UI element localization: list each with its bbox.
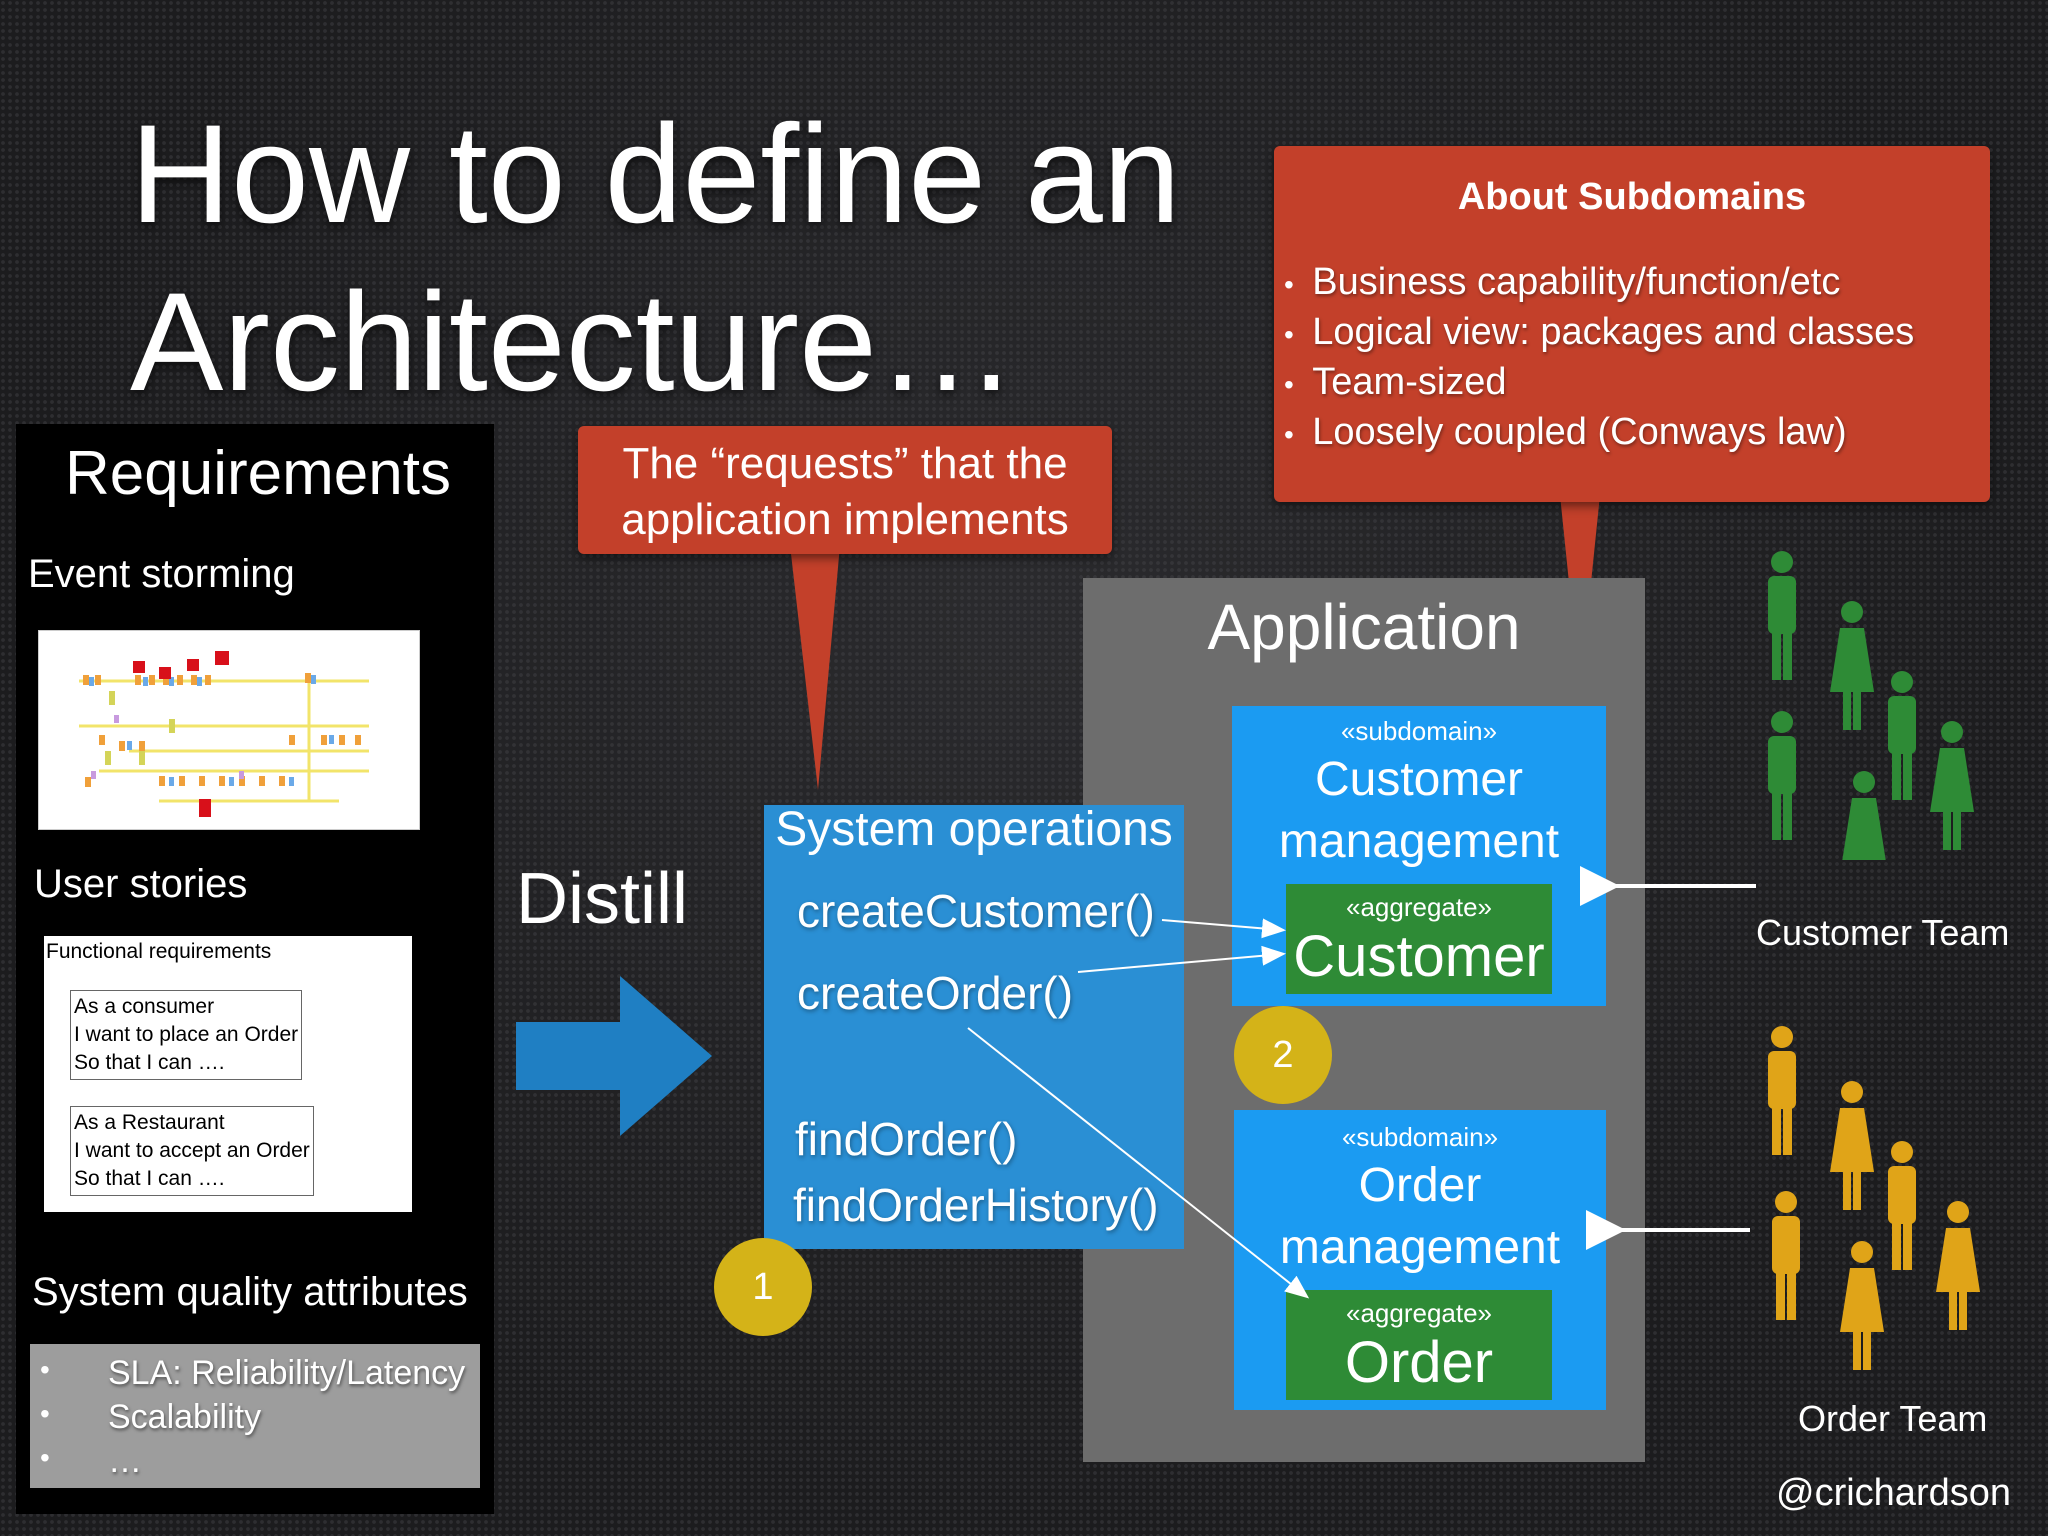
user-stories-label: User stories [34, 862, 248, 906]
story-line: I want to accept an Order [74, 1139, 310, 1162]
subdomain-name-line-2: management [1279, 1221, 1561, 1274]
sticky-lines [79, 679, 369, 803]
subdomain-stereotype: «subdomain» [1341, 1122, 1499, 1152]
operation-find-order-history: findOrderHistory() [793, 1179, 1159, 1231]
policies [91, 715, 244, 779]
operation-find-order: findOrder() [795, 1113, 1018, 1165]
order-team-icon [1768, 1026, 1980, 1370]
subdomain-name-line-1: Order [1358, 1159, 1482, 1212]
requirements-heading: Requirements [65, 439, 451, 508]
application-title: Application [1207, 591, 1521, 663]
distill-label: Distill [516, 859, 688, 939]
subdomains-callout-title: About Subdomains [1457, 176, 1807, 218]
order-flow-connector [967, 1027, 1310, 1299]
quality-item: • … [40, 1442, 142, 1480]
bullet-icon: • [40, 1442, 50, 1473]
title-line-1: How to define an [130, 95, 1181, 252]
bullet-icon: • [40, 1354, 50, 1385]
system-operations-box [764, 805, 1184, 1249]
aggregate-stereotype: «aggregate» [1345, 892, 1493, 922]
title-line-2: Architecture… [130, 263, 1017, 420]
hotspots [133, 651, 229, 817]
quality-item: • SLA: Reliability/Latency [40, 1354, 466, 1392]
subdomain-name-line-1: Customer [1314, 753, 1524, 806]
quality-item: • Scalability [40, 1398, 262, 1436]
subdomains-item: • Logical view: packages and classes [1284, 311, 1915, 353]
order-aggregate: «aggregate» Order [1286, 1290, 1552, 1400]
distill-arrow-icon [516, 976, 712, 1136]
commands [89, 675, 334, 786]
aggregates [105, 691, 175, 765]
quality-attributes-label: System quality attributes [32, 1270, 468, 1314]
bullet-icon: • [1284, 269, 1294, 300]
domain-events [83, 673, 361, 787]
bullet-icon: • [1284, 369, 1294, 400]
event-storming-image [38, 630, 420, 830]
requests-callout-pointer [790, 545, 840, 790]
subdomains-item: • Team-sized [1284, 361, 1507, 403]
bullet-icon: • [1284, 419, 1294, 450]
customer-team-icon [1768, 551, 1974, 860]
marker-one: 1 [714, 1238, 812, 1336]
quality-attributes-list: • SLA: Reliability/Latency • Scalability… [40, 1354, 466, 1486]
author-handle: @crichardson [1776, 1472, 2011, 1514]
subdomains-list: • Business capability/function/etc • Log… [1284, 261, 1990, 461]
quality-attributes-box [30, 1344, 480, 1488]
system-operations-title: System operations [775, 803, 1173, 856]
subdomains-item: • Loosely coupled (Conways law) [1284, 411, 1847, 453]
story-line: I want to place an Order [74, 1023, 299, 1046]
event-storming-label: Event storming [28, 552, 295, 596]
operation-create-order: createOrder() [797, 967, 1074, 1019]
requests-callout-line-2: application implements [621, 495, 1069, 544]
subdomains-item: • Business capability/function/etc [1284, 261, 1841, 303]
subdomain-name-line-2: management [1278, 815, 1560, 868]
requests-callout: The “requests” that the application impl… [578, 426, 1112, 554]
bullet-icon: • [40, 1398, 50, 1429]
aggregate-name: Customer [1293, 924, 1545, 989]
slide-title: How to define an Architecture… [130, 90, 1181, 426]
functional-requirements-heading: Functional requirements [46, 940, 272, 963]
user-story-consumer: As a consumer I want to place an Order S… [70, 990, 303, 1080]
marker-two: 2 [1234, 1006, 1332, 1104]
operation-create-customer: createCustomer() [797, 885, 1155, 937]
requests-callout-line-1: The “requests” that the [622, 439, 1068, 488]
subdomains-callout: About Subdomains • Business capability/f… [1274, 146, 1990, 502]
create-order-connector [1077, 945, 1286, 973]
story-line: As a Restaurant [74, 1111, 225, 1134]
bullet-icon: • [1284, 319, 1294, 350]
create-customer-connector [1161, 918, 1286, 939]
aggregate-name: Order [1344, 1330, 1494, 1395]
user-story-restaurant: As a Restaurant I want to accept an Orde… [70, 1106, 314, 1196]
aggregate-stereotype: «aggregate» [1345, 1298, 1493, 1328]
customer-aggregate: «aggregate» Customer [1286, 884, 1552, 994]
order-team-label: Order Team [1798, 1398, 1988, 1439]
customer-team-label: Customer Team [1756, 912, 2010, 953]
story-line: So that I can …. [74, 1167, 225, 1190]
story-line: As a consumer [74, 995, 215, 1018]
event-storming-board [79, 651, 369, 817]
subdomain-stereotype: «subdomain» [1340, 716, 1498, 746]
story-line: So that I can …. [74, 1051, 225, 1074]
